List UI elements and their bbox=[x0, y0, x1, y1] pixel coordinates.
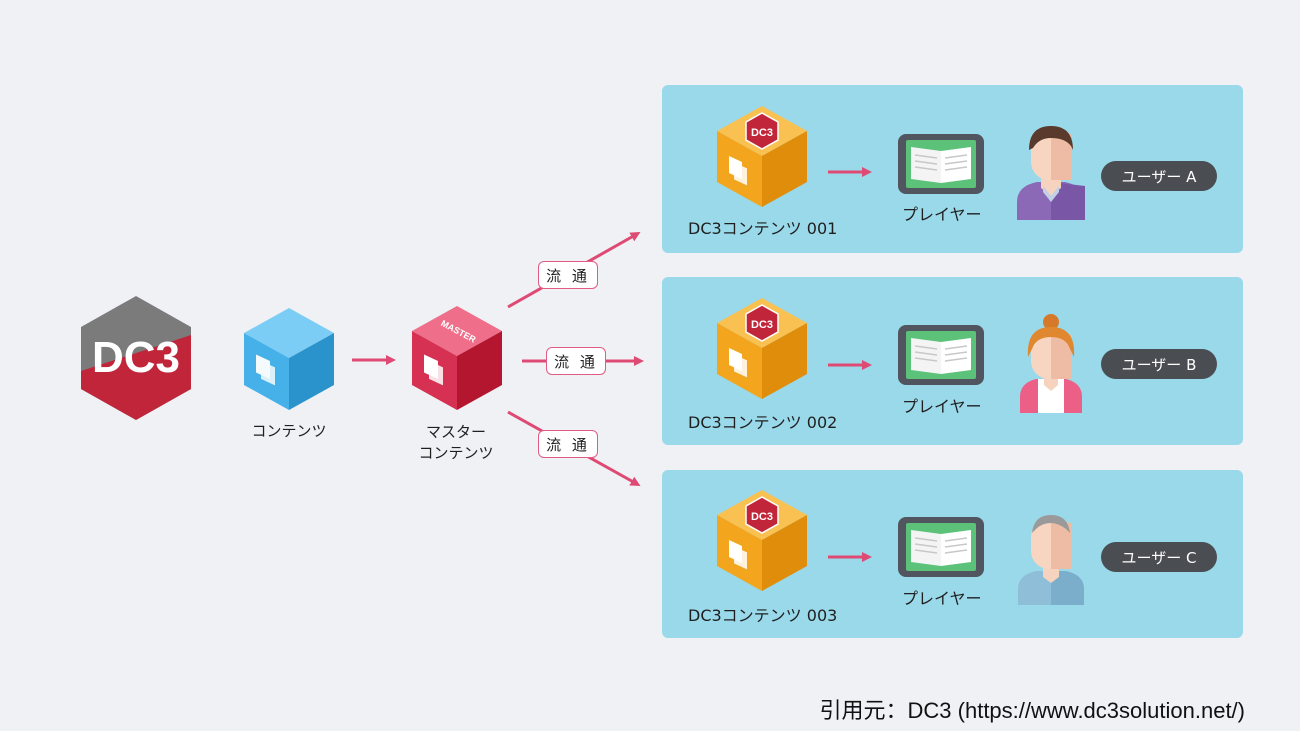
content-label-002: DC3コンテンツ 002 bbox=[688, 413, 838, 432]
dc3-content-cube-icon: DC3 bbox=[714, 295, 810, 401]
flow-label-middle: 流 通 bbox=[546, 347, 606, 375]
player-label-003: プレイヤー bbox=[902, 589, 982, 608]
citation-text: 引用元：DC3 (https://www.dc3solution.net/) bbox=[819, 698, 1245, 723]
dc3-content-cube-icon: DC3 bbox=[714, 487, 810, 593]
master-label-line1: マスター bbox=[425, 423, 486, 441]
flow-label-top: 流 通 bbox=[538, 261, 598, 289]
arrow-to-master-icon bbox=[352, 355, 396, 365]
dc3-content-cube-icon: DC3 bbox=[714, 103, 810, 209]
user-pill-b: ユーザー B bbox=[1101, 349, 1217, 379]
user-pill-c: ユーザー C bbox=[1101, 542, 1217, 572]
arrow-to-player-icon bbox=[828, 552, 872, 562]
arrow-to-player-icon bbox=[828, 167, 872, 177]
flow-label-bottom: 流 通 bbox=[538, 430, 598, 458]
player-label-001: プレイヤー bbox=[902, 205, 982, 224]
content-label: コンテンツ bbox=[251, 422, 327, 440]
content-label-001: DC3コンテンツ 001 bbox=[688, 219, 838, 238]
logo-text: DC3 bbox=[92, 333, 180, 382]
player-tablet-icon bbox=[897, 133, 985, 195]
player-tablet-icon bbox=[897, 516, 985, 578]
master-label-line2: コンテンツ bbox=[418, 444, 494, 462]
arrow-to-player-icon bbox=[828, 360, 872, 370]
user-avatar-elder-icon bbox=[1016, 511, 1086, 605]
dc3-badge-text: DC3 bbox=[751, 127, 773, 139]
dc3-logo: DC3 bbox=[78, 294, 194, 422]
content-cube-icon bbox=[242, 306, 336, 412]
content-label-003: DC3コンテンツ 003 bbox=[688, 606, 838, 625]
user-avatar-female-icon bbox=[1018, 313, 1084, 413]
user-pill-a: ユーザー A bbox=[1101, 161, 1217, 191]
player-label-002: プレイヤー bbox=[902, 397, 982, 416]
dc3-badge-text: DC3 bbox=[751, 319, 773, 331]
player-tablet-icon bbox=[897, 324, 985, 386]
master-cube-icon: MASTER bbox=[410, 304, 504, 412]
dc3-badge-text: DC3 bbox=[751, 511, 773, 523]
user-avatar-male-icon bbox=[1015, 124, 1087, 220]
